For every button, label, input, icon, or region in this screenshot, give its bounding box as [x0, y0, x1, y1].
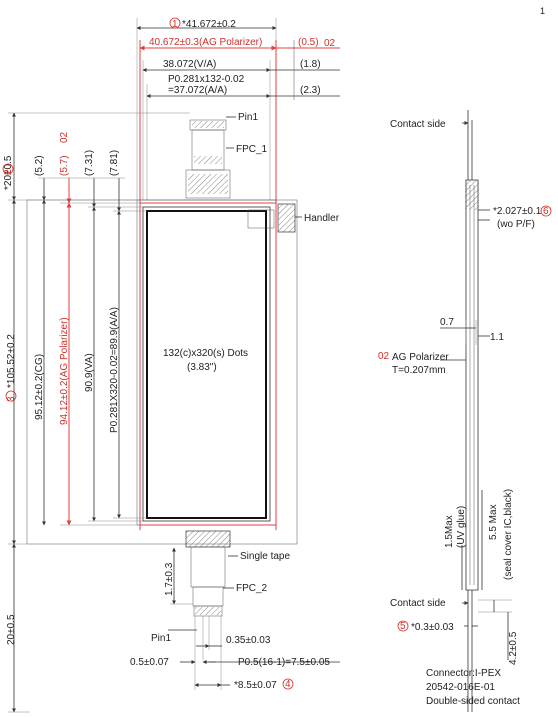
marker-5-circle [397, 620, 409, 632]
dim-fpc2-1-7: 1.7±0.3 [164, 562, 175, 596]
connector-line-2: 20542-016E-01 [426, 682, 495, 693]
dim-seal-2: (seal cover IC,black) [503, 489, 514, 580]
marker-2-circle [2, 163, 14, 175]
label-fpc2: FPC_2 [236, 583, 268, 594]
marker-3-circle [5, 390, 17, 402]
marker-2: 2 [3, 169, 14, 175]
dim-uv-glue-1: 1.5Max [444, 515, 455, 548]
dim-va-width: 38.072(V/A) [163, 59, 216, 70]
marker-4-circle [282, 678, 294, 690]
dim-uv-glue-2: (UV glue) [456, 506, 467, 548]
page-number: 1 [540, 6, 545, 16]
label-fpc1: FPC_1 [236, 144, 268, 155]
dim-height-va: 90.9(VA) [84, 353, 95, 392]
connector-line-1: Connector:I-PEX [426, 668, 501, 679]
label-single-tape: Single tape [240, 551, 290, 562]
dim-pin-0-5: 0.5±0.07 [130, 657, 169, 668]
dim-pin-0-35: 0.35±0.03 [226, 635, 271, 646]
dim-aa-offset: (2.3) [300, 85, 321, 96]
dim-thickness: *2.027±0.1 [493, 206, 542, 217]
connector-line-3: Double-sided contact [426, 696, 520, 707]
rev-marker-02b: 02 [59, 131, 70, 143]
label-polarizer-thickness: T=0.207mm [392, 365, 446, 376]
dim-side-4-2: 4.2±0.5 [508, 631, 519, 665]
label-pin1-top: Pin1 [238, 112, 258, 123]
marker-1-circle [169, 17, 181, 29]
dim-height-total: *105.52±0.2 [6, 334, 17, 388]
dim-fpc-thickness: *0.3±0.03 [411, 622, 454, 633]
label-ag-polarizer: AG Polarizer [392, 352, 449, 363]
dim-seal-1: 5.5 Max [488, 504, 499, 540]
dim-va-offset: (1.8) [300, 59, 321, 70]
label-handler: Handler [304, 213, 340, 224]
rev-marker-02: 02 [324, 38, 336, 49]
dim-overall-width: *41.672±0.2 [182, 19, 236, 30]
marker-6-circle [540, 205, 552, 217]
dim-polarizer-width: 40.672±0.3(AG Polarizer) [149, 37, 262, 48]
label-pin1-bottom: Pin1 [151, 633, 171, 644]
marker-1: 1 [172, 19, 178, 30]
dim-height-polarizer: 94.12±0.2(AG Polarizer) [59, 317, 70, 425]
label-screen-size: (3.83") [187, 362, 217, 373]
dim-top-7-81: (7.81) [109, 150, 120, 176]
dim-side-1-1: 1.1 [490, 332, 504, 343]
dim-height-aa: P0.281X320-0.02=89.9(A/A) [109, 307, 120, 433]
dim-top-5-7: (5.7) [59, 155, 70, 176]
dim-bottom-20: 20±0.5 [6, 614, 17, 645]
marker-6: 6 [543, 206, 549, 217]
side-view [440, 110, 512, 712]
dim-polarizer-offset: (0.5) [298, 37, 319, 48]
front-view [8, 18, 340, 713]
dim-top-5-2: (5.2) [34, 155, 45, 176]
dim-pitch-bottom: P0.5(16-1)=7.5±0.05 [238, 657, 330, 668]
label-contact-side-top: Contact side [390, 119, 446, 130]
dim-pitch-h-2: =37.072(A/A) [168, 85, 227, 96]
dim-height-cg: 95.12±0.2(CG) [34, 354, 45, 420]
marker-5: 5 [400, 621, 406, 632]
label-contact-side-bottom: Contact side [390, 598, 446, 609]
label-screen-dots: 132(c)x320(s) Dots [163, 348, 248, 359]
dim-top-20: *20±0.5 [3, 155, 14, 190]
dim-side-0-7: 0.7 [440, 317, 454, 328]
dim-top-7-31: (7.31) [84, 150, 95, 176]
marker-3: 3 [6, 396, 17, 402]
dim-fpc-width: *8.5±0.07 [234, 680, 277, 691]
dim-thickness-note: (wo P/F) [497, 219, 535, 230]
marker-4: 4 [285, 679, 291, 690]
dim-pitch-h-1: P0.281x132-0.02 [168, 74, 245, 85]
rev-marker-02c: 02 [378, 351, 390, 362]
